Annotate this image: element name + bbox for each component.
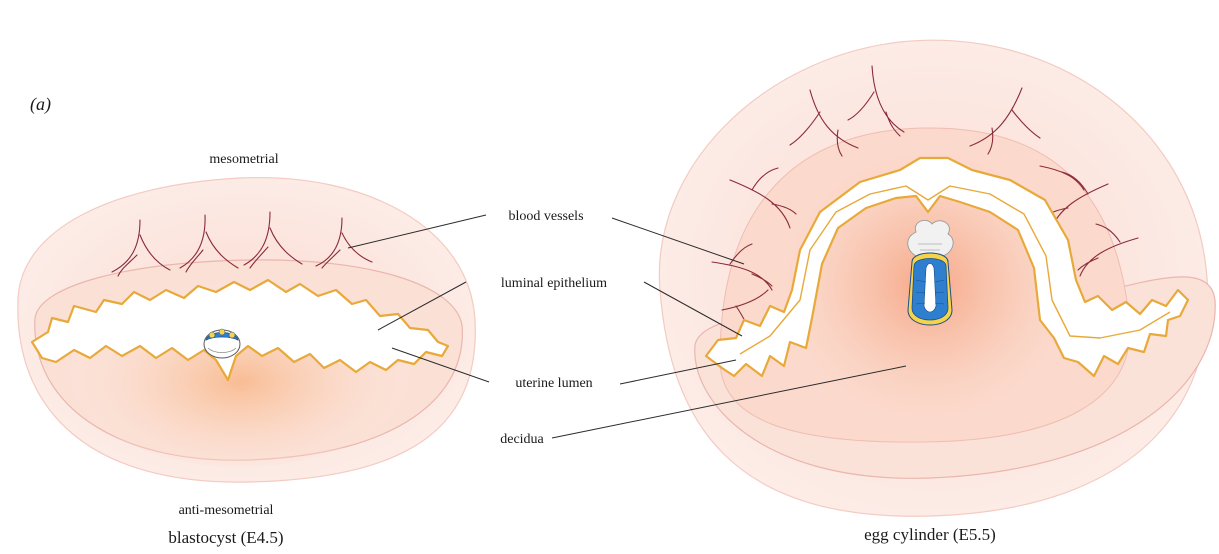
label-decidua: decidua: [500, 432, 544, 447]
blastocyst-embryo: [204, 329, 240, 358]
egg-cylinder-section: egg cylinder (E5.5): [659, 40, 1215, 544]
label-anti-mesometrial: anti-mesometrial: [179, 503, 274, 518]
blastocyst-section: mesometrial anti-mesometrial blastocyst …: [18, 152, 475, 547]
panel-label: (a): [30, 94, 51, 115]
label-uterine-lumen: uterine lumen: [515, 376, 592, 391]
label-luminal-epithelium: luminal epithelium: [501, 276, 607, 291]
egg-cylinder-embryo: [908, 220, 953, 325]
stage-label-blastocyst: blastocyst (E4.5): [168, 528, 283, 547]
label-blood-vessels: blood vessels: [508, 209, 583, 224]
stage-label-egg-cylinder: egg cylinder (E5.5): [864, 525, 996, 544]
label-mesometrial: mesometrial: [209, 152, 278, 167]
